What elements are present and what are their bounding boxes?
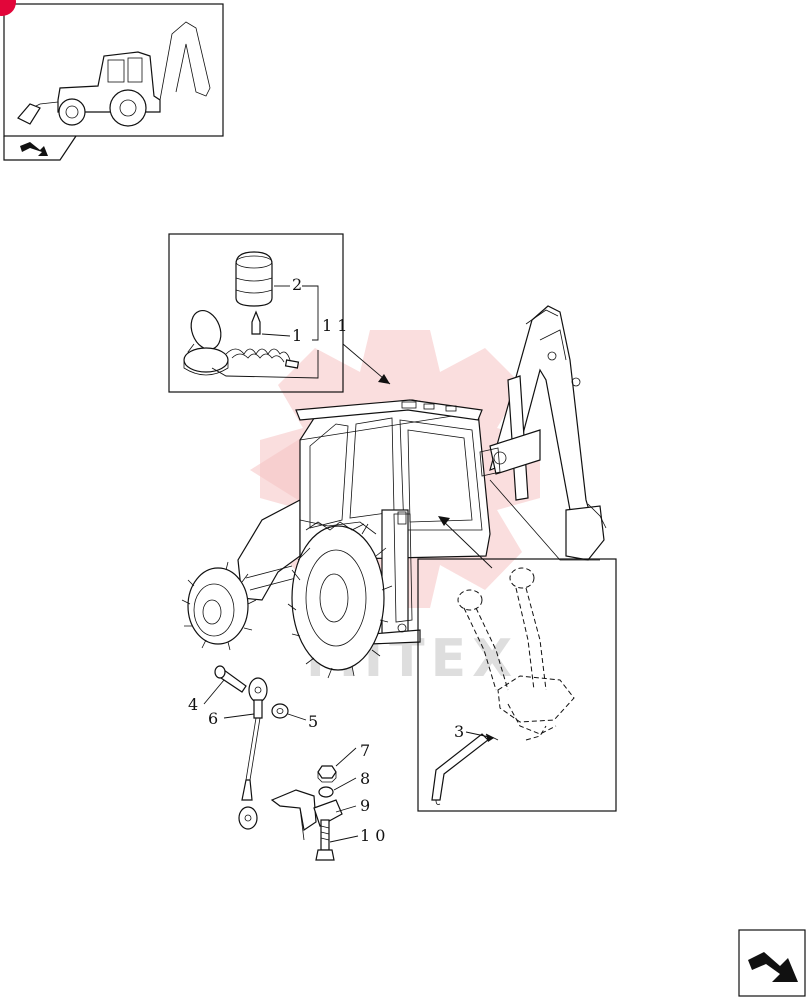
callout-8: 8 [360, 769, 370, 788]
backhoe-arm [479, 305, 607, 561]
part-5-washer-icon [271, 703, 289, 719]
beacon-lamp-icon [235, 251, 273, 307]
part-6-cable-icon [238, 677, 268, 830]
callout-7: 7 [360, 741, 370, 760]
pointer-arrow-icon [378, 374, 390, 384]
rear-wheel [287, 519, 393, 679]
part-10-bolt-icon [315, 819, 335, 861]
arrow-next-icon [748, 952, 798, 982]
thumbnail-badge [0, 0, 16, 16]
callout-6: 6 [208, 709, 218, 728]
callout-4: 4 [188, 695, 198, 714]
inset-control-lever[interactable]: 3 [417, 516, 617, 812]
part-3-pin-icon [431, 733, 499, 805]
control-levers-dashed [457, 567, 575, 741]
thumbnail-frame [3, 3, 224, 137]
part-4-bolt-icon [214, 665, 247, 693]
inset-beacon[interactable]: 2 1 1 1 [168, 233, 391, 393]
callout-9: 9 [360, 796, 370, 815]
part-9-bracket-icon [270, 789, 343, 841]
loose-parts: 4 6 5 7 8 9 1 0 [188, 665, 385, 861]
pointer-arrow-icon-2 [438, 516, 450, 526]
thumbnail-panel[interactable] [0, 0, 224, 137]
callout-5: 5 [308, 712, 318, 731]
callout-1: 1 [292, 326, 302, 345]
inset-lever-frame [417, 558, 617, 812]
front-wheel [181, 561, 257, 651]
callout-2: 2 [292, 275, 302, 294]
arrow-prev-icon [20, 142, 48, 156]
magnetic-base-icon [183, 310, 229, 376]
callout-10: 1 0 [360, 826, 385, 845]
prev-page-button[interactable] [3, 135, 77, 161]
part-7-nut-icon [317, 765, 337, 783]
coiled-cable-icon [225, 348, 300, 369]
part-8-washer-icon [318, 786, 334, 798]
callout-11: 1 1 [322, 316, 347, 335]
inset-beacon-frame [168, 233, 344, 393]
callout-3: 3 [454, 722, 464, 741]
next-page-button[interactable] [738, 929, 806, 997]
bulb-icon [251, 310, 261, 335]
thumbnail-backhoe-icon [17, 21, 211, 127]
